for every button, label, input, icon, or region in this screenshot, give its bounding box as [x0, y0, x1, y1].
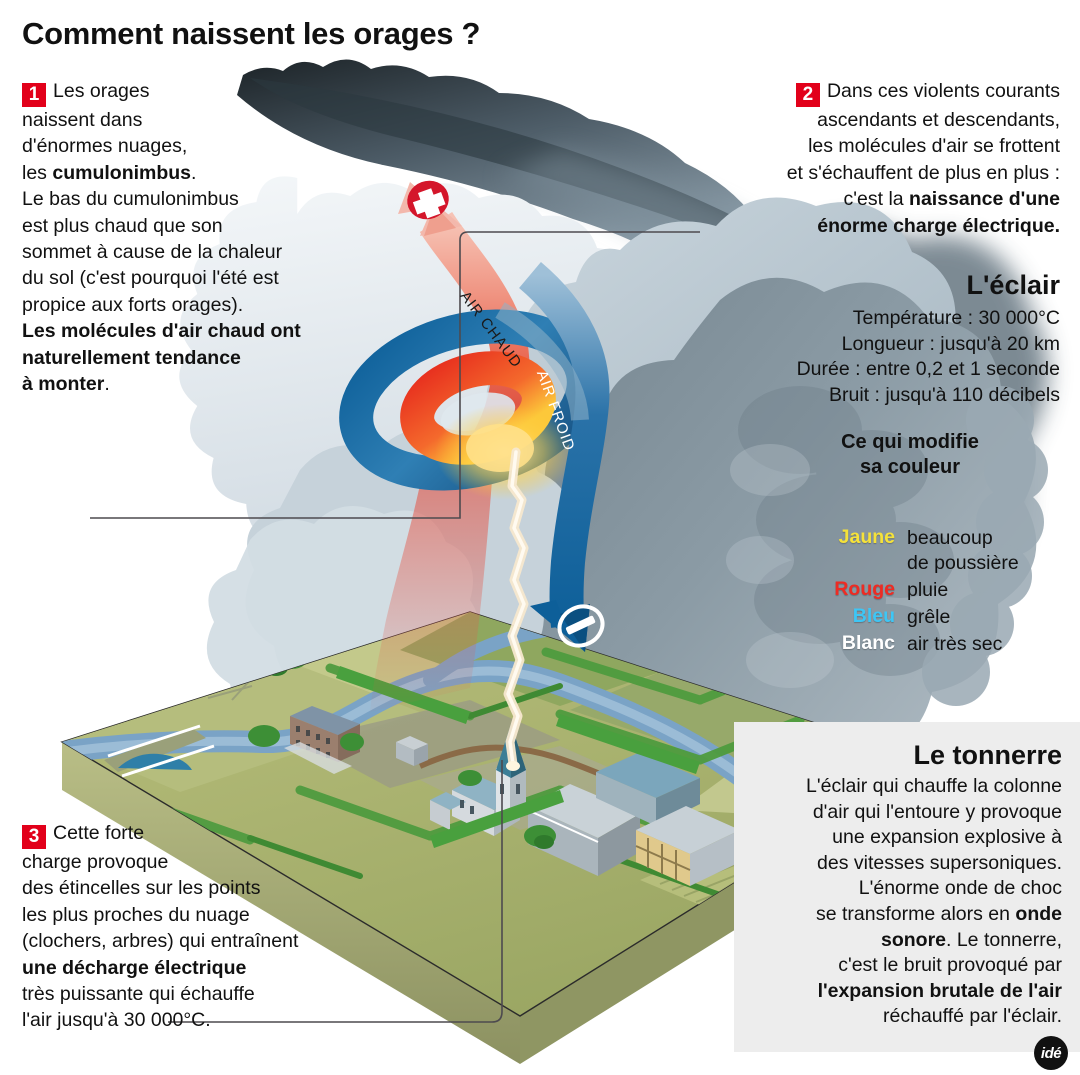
color-legend-row-bleu: Bleu grêle [800, 605, 1060, 630]
step-1-badge: 1 [22, 83, 46, 107]
thunder-panel: Le tonnerre L'éclair qui chauffe la colo… [734, 722, 1080, 1052]
color-legend-heading: Ce qui modifie sa couleur [760, 430, 1060, 480]
callout-lines [90, 231, 700, 1023]
ide-logo: idé [1034, 1036, 1068, 1070]
lightning-fact-noise: Bruit : jusqu'à 110 décibels [828, 383, 1060, 406]
lightning-bolt [503, 447, 529, 771]
thunder-heading: Le tonnerre [913, 740, 1062, 770]
color-key-jaune: Jaune [838, 526, 895, 548]
color-key-rouge: Rouge [834, 578, 895, 600]
bridge [104, 724, 215, 778]
lightning-fact-length: Longueur : jusqu'à 20 km [841, 332, 1060, 355]
plus-charge-badge [407, 180, 449, 220]
cloud-right-dark [518, 277, 1048, 787]
lightning-facts-panel: L'éclair Température : 30 000°C Longueur… [700, 270, 1060, 408]
color-value-bleu: grêle [907, 606, 951, 628]
color-legend-heading-line1: Ce qui modifie [841, 431, 979, 453]
color-value-rouge: pluie [907, 579, 949, 601]
step-3-badge: 3 [22, 825, 46, 849]
color-legend-row-blanc: Blanc air très sec [800, 632, 1060, 657]
cold-air-arrow [495, 261, 610, 652]
lightning-fact-duration: Durée : entre 0,2 et 1 seconde [796, 358, 1060, 380]
color-legend-row-rouge: Rouge pluie [800, 578, 1060, 603]
color-legend-heading-line2: sa couleur [859, 456, 961, 478]
lightning-fact-temperature: Température : 30 000°C [852, 307, 1060, 329]
color-key-blanc: Blanc [841, 632, 895, 654]
lightning-facts-heading: L'éclair [966, 270, 1060, 300]
barn-blue [596, 752, 700, 826]
color-value-blanc: air très sec [907, 633, 1003, 655]
minus-charge-badge [557, 604, 605, 648]
page-title: Comment naissent les orages ? [22, 16, 481, 51]
color-key-bleu: Bleu [852, 605, 895, 627]
hay-barn [635, 806, 740, 886]
step-2-badge: 2 [795, 83, 820, 107]
